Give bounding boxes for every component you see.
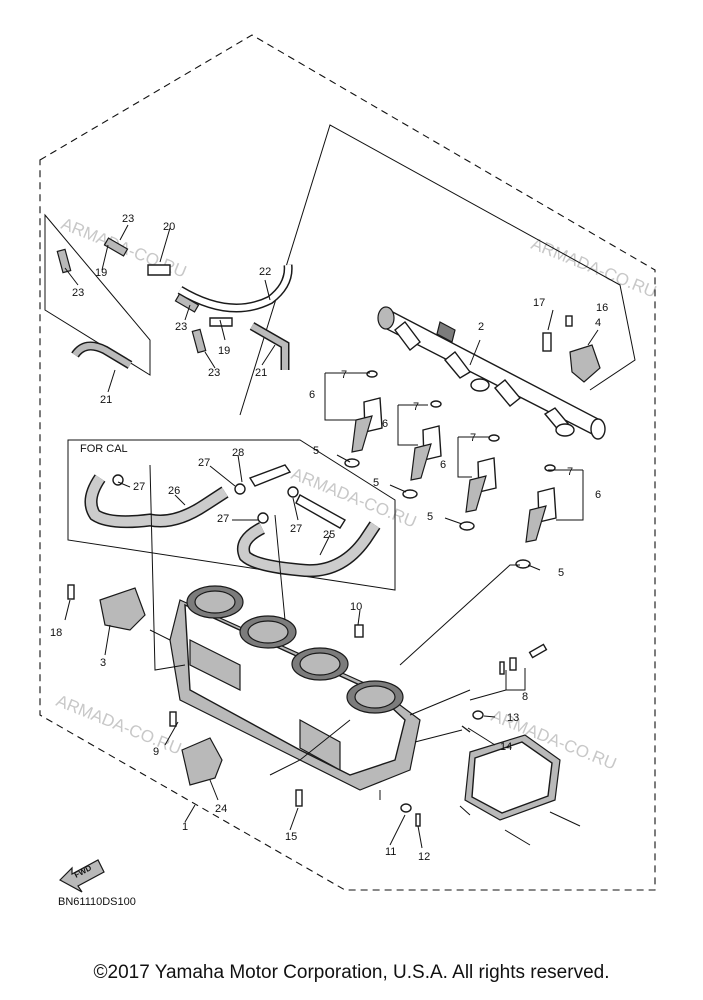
callout-27: 27	[133, 481, 145, 493]
fwd-arrow-icon: FWD	[59, 859, 105, 893]
callout-6: 6	[440, 459, 446, 471]
callout-19: 19	[218, 345, 230, 357]
injectors	[344, 370, 557, 569]
callout-28: 28	[232, 447, 244, 459]
callout-21: 21	[100, 394, 112, 406]
callout-5: 5	[558, 567, 564, 579]
callout-1: 1	[182, 821, 188, 833]
callout-7: 7	[567, 466, 573, 478]
throttle-body	[169, 585, 421, 791]
callout-18: 18	[50, 627, 62, 639]
callout-11: 11	[385, 846, 396, 858]
callout-2: 2	[478, 321, 484, 333]
callout-5: 5	[373, 477, 379, 489]
cover	[459, 734, 581, 846]
callout-24: 24	[215, 803, 227, 815]
watermark-text: ARMADA-CO.RU	[529, 234, 660, 302]
callout-5: 5	[313, 445, 319, 457]
callout-23: 23	[208, 367, 220, 379]
callout-6: 6	[382, 418, 388, 430]
hoses-upper	[56, 237, 293, 370]
hardware	[295, 624, 548, 827]
hose-group-boundary	[44, 213, 151, 376]
callout-7: 7	[470, 432, 476, 444]
diagram-code: BN61110DS100	[58, 896, 136, 908]
callout-27: 27	[217, 513, 229, 525]
pressure-sensor	[542, 315, 601, 383]
callout-4: 4	[595, 317, 601, 329]
copyright-notice: ©2017 Yamaha Motor Corporation, U.S.A. A…	[93, 962, 610, 983]
callout-21: 21	[255, 367, 267, 379]
callout-16: 16	[596, 302, 608, 314]
callout-9: 9	[153, 746, 159, 758]
callouts: 1 2 3 4 5 5 5 5 6 6 6 6 7 7 7 7 8 9 10 1…	[50, 213, 608, 863]
callout-27: 27	[198, 457, 210, 469]
callout-8: 8	[522, 691, 528, 703]
callout-19: 19	[95, 267, 107, 279]
callout-17: 17	[533, 297, 545, 309]
callout-22: 22	[259, 266, 271, 278]
fuel-rail	[377, 306, 606, 440]
callout-23: 23	[72, 287, 84, 299]
callout-20: 20	[163, 221, 175, 233]
callout-23: 23	[122, 213, 134, 225]
for-cal-box	[67, 439, 396, 591]
callout-6: 6	[309, 389, 315, 401]
callout-5: 5	[427, 511, 433, 523]
callout-26: 26	[168, 485, 180, 497]
callout-25: 25	[323, 529, 335, 541]
sensor-24	[169, 711, 223, 786]
callout-3: 3	[100, 657, 106, 669]
callout-7: 7	[413, 401, 419, 413]
callout-23: 23	[175, 321, 187, 333]
assembly-boundary	[39, 34, 656, 891]
callout-12: 12	[418, 851, 430, 863]
fuel-rail-boundary	[239, 124, 636, 416]
callout-6: 6	[595, 489, 601, 501]
callout-10: 10	[350, 601, 362, 613]
callout-13: 13	[507, 712, 519, 724]
sensor-3	[67, 584, 146, 631]
callout-7: 7	[341, 369, 347, 381]
callout-15: 15	[285, 831, 297, 843]
leader-lines	[64, 224, 599, 849]
callout-14: 14	[500, 741, 512, 753]
for-cal-label: FOR CAL	[80, 443, 128, 455]
callout-27: 27	[290, 523, 302, 535]
watermark-text: ARMADA-CO.RU	[54, 691, 185, 759]
for-cal-hoses	[84, 464, 381, 578]
